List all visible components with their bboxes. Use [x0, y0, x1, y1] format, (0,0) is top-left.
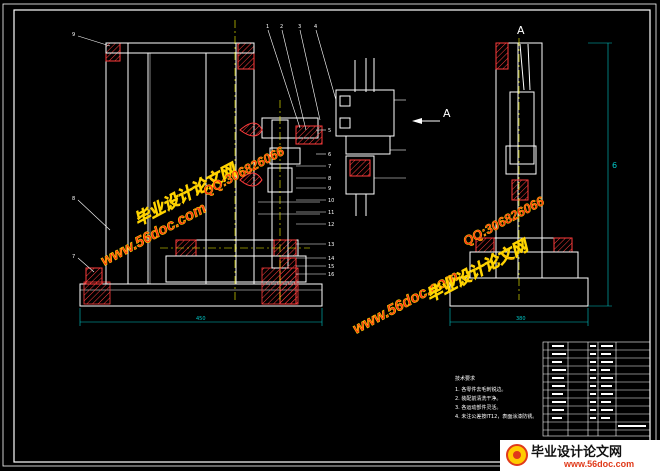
callout-right-11: 16 — [328, 272, 334, 278]
callout-top-3: 4 — [314, 24, 317, 30]
callout-top-0: 1 — [266, 24, 269, 30]
side-width-dimension: 380 — [516, 316, 526, 322]
cylinder-body — [335, 89, 395, 137]
callout-left-0: 9 — [72, 32, 75, 38]
side-dimensions — [449, 42, 612, 326]
callout-right-2: 7 — [328, 164, 331, 170]
base-hatch-left — [83, 281, 111, 305]
footer-site: www.56doc.com — [563, 459, 634, 469]
callout-left-1: 8 — [72, 196, 75, 202]
cylinder-detail — [335, 58, 395, 216]
callout-right-0: 5 — [328, 128, 331, 134]
drawing-border — [2, 3, 657, 467]
callout-right-10: 15 — [328, 264, 334, 270]
watermarks: 毕业设计论文网 www.56doc.com QQ:306826066 www.5… — [98, 143, 548, 338]
callout-top-1: 2 — [280, 24, 283, 30]
top-beam — [105, 42, 255, 54]
right-column-hatch — [237, 42, 255, 70]
callout-right-8: 13 — [328, 242, 334, 248]
callout-right-5: 10 — [328, 198, 334, 204]
tech-req-title: 技术要求 — [455, 375, 475, 382]
side-clamp — [505, 145, 537, 175]
cam-hatch — [239, 122, 263, 137]
cylinder-base — [345, 155, 375, 195]
tech-req-2: 2. 装配前清洗干净。 — [455, 395, 501, 402]
tech-req-1: 1. 各零件去毛刺锐边。 — [455, 386, 506, 393]
footer-brand: 毕业设计论文网 — [531, 444, 622, 460]
front-view — [79, 42, 323, 307]
drawing-frame — [13, 9, 651, 463]
tech-req-4: 4. 未注公差按IT12，表面涂漆防锈。 — [455, 413, 537, 420]
cylinder-mount — [345, 135, 391, 155]
callout-right-4: 9 — [328, 186, 331, 192]
side-view-label: A — [517, 24, 525, 37]
watermark-site-2: www.56doc.com — [350, 268, 461, 338]
lower-platform — [165, 255, 307, 283]
front-centerlines — [160, 20, 310, 300]
side-cylinder — [509, 91, 535, 165]
view-arrow-a-label: A — [443, 107, 451, 120]
base-plate — [79, 283, 323, 307]
callout-right-1: 6 — [328, 152, 331, 158]
callout-right-9: 14 — [328, 256, 334, 262]
parts-list-entries — [552, 345, 646, 427]
callout-right-6: 11 — [328, 210, 334, 216]
callout-right-7: 12 — [328, 222, 334, 228]
front-callout-numbers: 9 8 7 1 2 3 4 5 6 7 8 9 10 11 12 13 14 1… — [72, 24, 334, 278]
callout-left-2: 7 — [72, 254, 75, 260]
tech-req-3: 3. 各运动部件灵活。 — [455, 404, 501, 411]
front-dimension — [79, 308, 323, 326]
callout-right-3: 8 — [328, 176, 331, 182]
detail-leaders — [374, 99, 406, 179]
front-leaders — [77, 29, 337, 275]
callout-top-2: 3 — [298, 24, 301, 30]
side-height-dimension: 6 — [612, 161, 617, 170]
parts-list-table — [542, 341, 651, 437]
tech-requirements: 技术要求 1. 各零件去毛刺锐边。 2. 装配前清洗干净。 3. 各运动部件灵活… — [455, 375, 537, 420]
footer-logo: 毕业设计论文网 www.56doc.com — [500, 440, 660, 471]
view-arrow-a — [412, 118, 440, 124]
watermark-qq-2: QQ:306826066 — [460, 193, 547, 249]
front-width-dimension: 450 — [196, 316, 206, 322]
